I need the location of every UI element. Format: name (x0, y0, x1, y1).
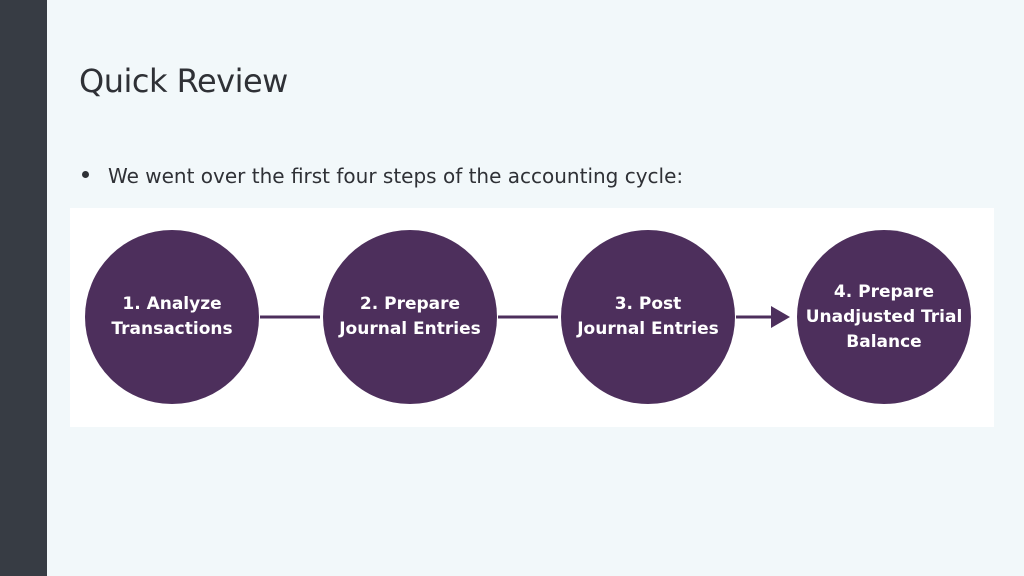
bullet-dot-icon (82, 170, 89, 178)
arrow-head-icon (771, 306, 790, 328)
step-2-circle: 2. Prepare Journal Entries (323, 230, 497, 404)
step-4-label: 4. Prepare Unadjusted Trial Balance (805, 281, 963, 352)
bullet-text: We went over the first four steps of the… (108, 164, 684, 188)
step-4-circle: 4. Prepare Unadjusted Trial Balance (797, 230, 971, 404)
step-1-label: 1. Analyze Transactions (111, 294, 233, 339)
step-3-circle: 3. Post Journal Entries (561, 230, 735, 404)
slide-title: Quick Review (79, 62, 288, 100)
bullet-item: We went over the first four steps of the… (82, 164, 683, 188)
step-3-label: 3. Post Journal Entries (577, 294, 719, 339)
step-1-circle: 1. Analyze Transactions (85, 230, 259, 404)
step-2-label: 2. Prepare Journal Entries (339, 294, 481, 339)
accounting-cycle-diagram: 1. Analyze Transactions 2. Prepare Journ… (70, 208, 994, 427)
connectors-layer (260, 306, 790, 328)
sidebar-strip (0, 0, 47, 576)
